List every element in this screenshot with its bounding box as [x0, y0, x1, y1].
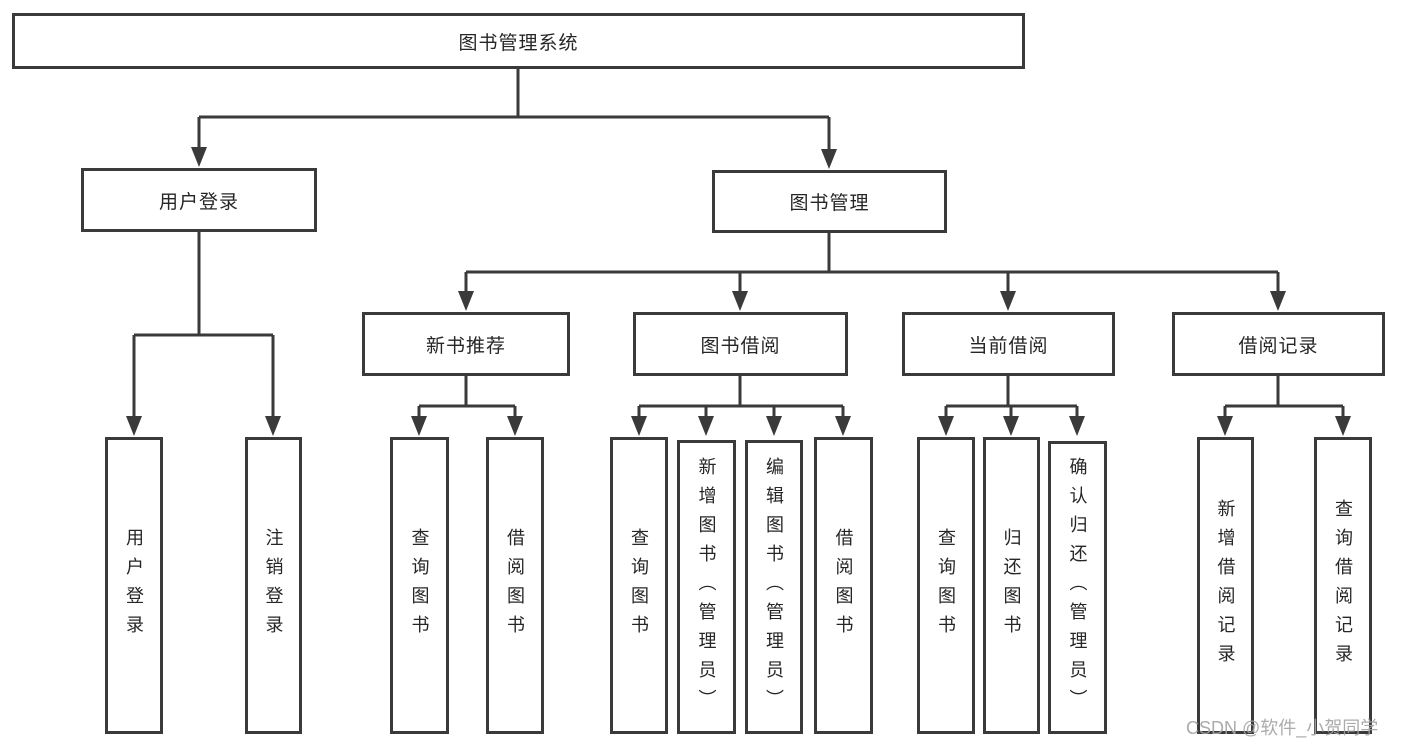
node-root: 图书管理系统 [12, 13, 1025, 69]
leaf-add-book-admin-label: 新增图书（管理员） [696, 456, 717, 718]
leaf-query-borrow-record: 查询借阅记录 [1314, 437, 1372, 734]
node-book-management-label: 图书管理 [789, 193, 870, 214]
arrowhead-l3-0 [458, 291, 474, 311]
arrowhead-g2-0 [411, 416, 427, 436]
node-book-borrow: 图书借阅 [633, 312, 848, 376]
node-borrow-record-label: 借阅记录 [1238, 335, 1319, 357]
arrowhead-g5-0 [1217, 416, 1233, 436]
leaf-edit-book-admin-label: 编辑图书（管理员） [764, 456, 784, 718]
g3-shafts [637, 406, 845, 417]
leaf-logout-label: 注销登录 [263, 527, 284, 644]
leaf-query-borrow-record-label: 查询借阅记录 [1333, 498, 1353, 673]
leaf-confirm-return-admin-label: 确认归还（管理员） [1067, 457, 1088, 718]
leaf-borrow-book-1-label: 借阅图书 [505, 527, 525, 644]
g5-shafts [1223, 406, 1345, 417]
leaf-user-login-label: 用户登录 [124, 527, 144, 644]
leaf-add-borrow-record-label: 新增借阅记录 [1215, 498, 1236, 673]
arrowhead-g4-2 [1069, 416, 1085, 436]
leaf-query-book-2-label: 查询图书 [629, 527, 649, 644]
arrowhead-book-mgmt [821, 149, 837, 169]
leaf-query-book-1: 查询图书 [390, 437, 449, 734]
arrowhead-l3-3 [1270, 291, 1286, 311]
arrowhead-l3-1 [732, 291, 748, 311]
leaf-confirm-return-admin: 确认归还（管理员） [1048, 441, 1107, 734]
arrowhead-g3-1 [698, 416, 714, 436]
arrowhead-g3-0 [631, 416, 647, 436]
node-current-borrow: 当前借阅 [902, 312, 1115, 376]
leaf-query-book-1-label: 查询图书 [409, 527, 430, 644]
node-user-login: 用户登录 [81, 168, 317, 232]
leaf-borrow-book-2-label: 借阅图书 [833, 527, 854, 644]
leaf-return-book-label: 归还图书 [1001, 527, 1022, 644]
arrowhead-g1-1 [265, 416, 281, 436]
arrowhead-g1-0 [126, 416, 142, 436]
leaf-user-login: 用户登录 [105, 437, 163, 734]
leaf-add-book-admin: 新增图书（管理员） [677, 440, 736, 734]
arrowhead-g4-1 [1003, 416, 1019, 436]
node-new-book-recommend: 新书推荐 [362, 312, 570, 376]
arrowhead-g4-0 [938, 416, 954, 436]
arrowhead-g3-2 [766, 416, 782, 436]
leaf-edit-book-admin: 编辑图书（管理员） [745, 440, 803, 734]
node-current-borrow-label: 当前借阅 [968, 335, 1049, 357]
node-root-label: 图书管理系统 [458, 32, 579, 54]
arrowhead-l3-2 [1000, 291, 1016, 311]
arrowhead-g3-3 [835, 416, 851, 436]
node-new-book-recommend-label: 新书推荐 [425, 335, 506, 357]
csdn-watermark: CSDN @软件_小贺同学 [1186, 718, 1379, 738]
arrowhead-g2-1 [507, 416, 523, 436]
level3-shafts [464, 272, 1280, 292]
arrowhead-user-login [191, 147, 207, 167]
l3-t-stems [464, 376, 1280, 406]
arrowhead-g5-1 [1335, 416, 1351, 436]
leaf-add-borrow-record: 新增借阅记录 [1197, 437, 1254, 734]
node-borrow-record: 借阅记录 [1172, 312, 1385, 376]
leaf-return-book: 归还图书 [983, 437, 1040, 734]
leaf-query-book-2: 查询图书 [610, 437, 668, 734]
g1-shafts [132, 335, 275, 417]
leaf-borrow-book-1: 借阅图书 [486, 437, 544, 734]
leaf-borrow-book-2: 借阅图书 [814, 437, 873, 734]
g4-shafts [944, 406, 1079, 417]
node-book-management: 图书管理 [712, 170, 947, 233]
leaf-logout: 注销登录 [245, 437, 302, 734]
leaf-query-book-3: 查询图书 [917, 437, 975, 734]
leaf-query-book-3-label: 查询图书 [936, 527, 956, 644]
node-user-login-label: 用户登录 [158, 191, 239, 213]
node-book-borrow-label: 图书借阅 [700, 335, 781, 357]
g2-shafts [417, 406, 517, 417]
